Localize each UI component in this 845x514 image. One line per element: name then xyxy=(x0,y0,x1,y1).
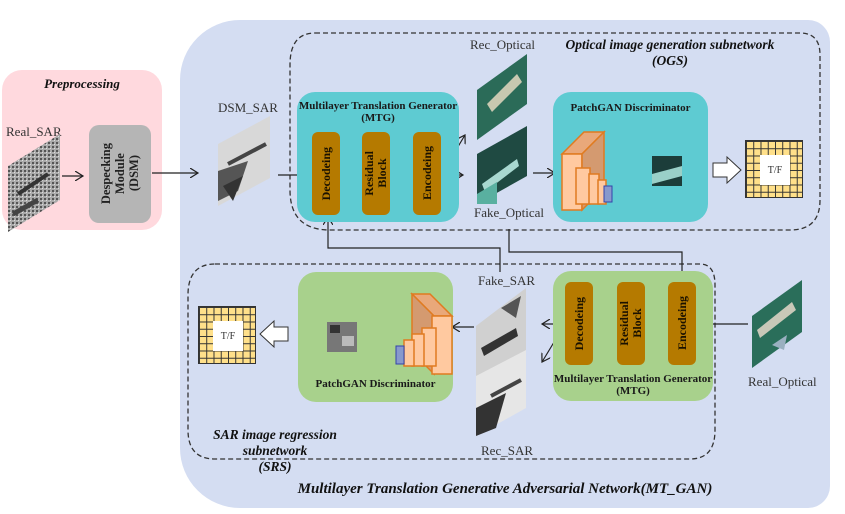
fake-sar-label: Fake_SAR xyxy=(478,273,536,288)
ogs-decoding-label: Decodeing xyxy=(318,146,333,201)
srs-residual-line1: Residual xyxy=(617,301,631,346)
srs-title-line1: SAR image regression subnetwork xyxy=(213,427,337,458)
dsm-line3: (DSM) xyxy=(127,155,141,193)
srs-encoding-label: Encodeing xyxy=(674,296,689,351)
ogs-decoding-layer: Decodeing xyxy=(312,132,340,215)
ogs-tf-output: T/F xyxy=(745,140,803,198)
rec-optical-label: Rec_Optical xyxy=(470,37,535,52)
srs-tf-label: T/F xyxy=(213,321,243,351)
ogs-conv-stack xyxy=(560,130,613,212)
srs-title: SAR image regression subnetwork (SRS) xyxy=(190,427,360,475)
ogs-generator-abbr: (MTG) xyxy=(361,112,395,124)
srs-residual-line2: Block xyxy=(630,308,644,339)
srs-discriminator-title: PatchGAN Discriminator xyxy=(315,378,436,390)
rec-sar-label: Rec_SAR xyxy=(481,443,533,458)
conv-final-layer xyxy=(603,185,613,203)
srs-tf-output: T/F xyxy=(198,306,256,364)
ogs-title-line1: Optical image generation subnetwork xyxy=(565,37,775,52)
dsm-sar-image xyxy=(218,116,270,206)
srs-conv-stack xyxy=(395,292,454,376)
conv-layer xyxy=(403,339,415,367)
dsm-sar-label: DSM_SAR xyxy=(218,100,278,115)
conv-layer xyxy=(575,167,591,205)
ogs-residual-line1: Residual xyxy=(362,151,376,196)
srs-generator-abbr: (MTG) xyxy=(616,385,650,397)
ogs-tf-label: T/F xyxy=(760,155,790,185)
sar-images xyxy=(476,288,526,436)
srs-generator-title: Multilayer Translation Generator xyxy=(553,373,713,385)
ogs-encoding-layer: Encodeing xyxy=(413,132,441,215)
srs-encoding-layer: Encodeing xyxy=(668,282,696,365)
srs-decoding-label: Decodeing xyxy=(571,296,586,351)
ogs-title: Optical image generation subnetwork (OGS… xyxy=(540,37,800,69)
real-sar-label: Real_SAR xyxy=(6,124,62,139)
srs-title-line2: (SRS) xyxy=(258,459,292,474)
ogs-title-line2: (OGS) xyxy=(652,53,688,68)
ogs-residual-line2: Block xyxy=(375,158,389,189)
ogs-discriminator-title: PatchGAN Discriminator xyxy=(570,102,691,114)
real-optical-image xyxy=(752,280,802,368)
ogs-encoding-label: Encodeing xyxy=(419,146,434,201)
mt-gan-title: Multilayer Translation Generative Advers… xyxy=(297,481,713,497)
ogs-patch-image xyxy=(652,156,682,186)
dsm-line1: Despecking xyxy=(99,143,113,205)
fake-optical-label: Fake_Optical xyxy=(474,205,545,220)
real-optical-label: Real_Optical xyxy=(748,374,817,389)
srs-decoding-layer: Decodeing xyxy=(565,282,593,365)
conv-final-layer xyxy=(395,345,405,365)
srs-patch-image xyxy=(327,322,357,352)
preprocessing-title: Preprocessing xyxy=(44,76,120,91)
ogs-generator-title: Multilayer Translation Generator xyxy=(298,100,458,112)
optical-images xyxy=(477,54,527,204)
real-sar-image xyxy=(8,134,60,232)
dsm-line2: Module xyxy=(113,153,127,195)
